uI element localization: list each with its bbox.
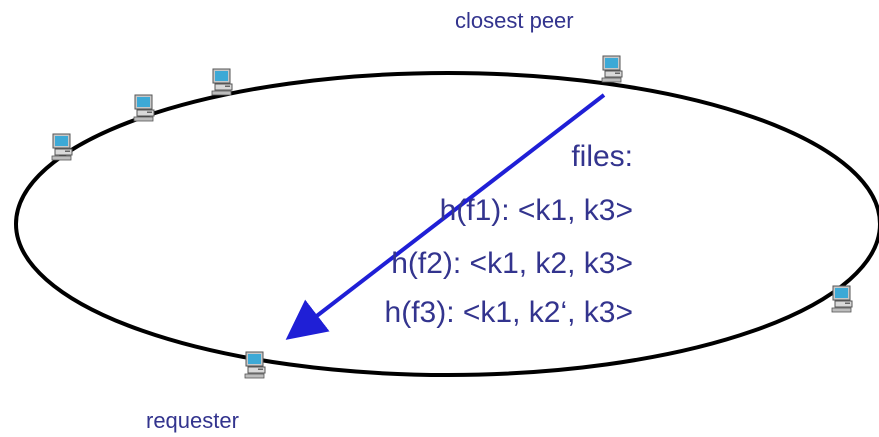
file-entry: h(f1): <k1, k3> [439,194,633,227]
peer-computer-icon [211,68,233,96]
peer-computer-icon [133,94,155,122]
response-arrow [285,93,606,340]
requester-label: requester [146,408,239,433]
file-entry: h(f2): <k1, k2, k3> [391,247,633,280]
closest-peer-label: closest peer [455,8,574,33]
files-title: files: [571,140,633,173]
file-entry: h(f3): <k1, k2‘, k3> [384,296,633,329]
ring [14,71,879,377]
peer-computer-icon [51,133,73,161]
requester-computer-icon [244,351,266,379]
peer-computer-icon [831,285,853,313]
closest-peer-computer-icon [601,55,623,83]
